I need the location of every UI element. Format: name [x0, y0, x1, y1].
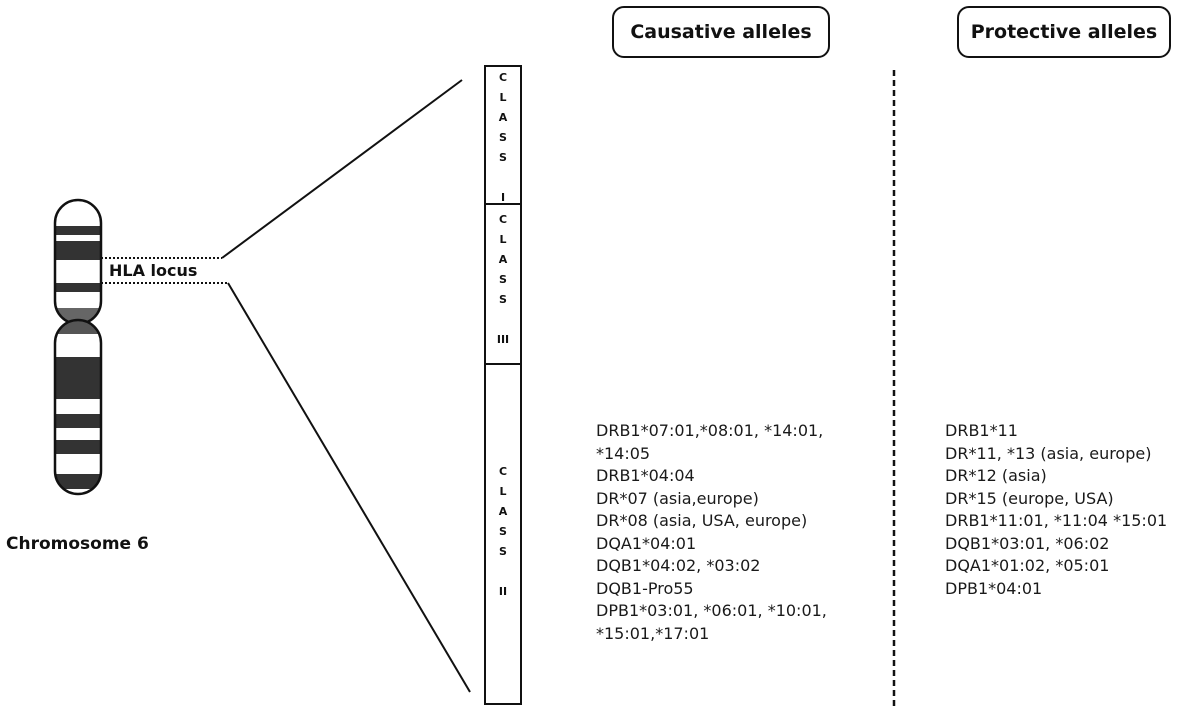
hla-locus-label: HLA locus — [107, 261, 200, 280]
protective-alleles-list: DRB1*11 DR*11, *13 (asia, europe) DR*12 … — [945, 420, 1167, 600]
list-item: DPB1*03:01, *06:01, *10:01, — [596, 601, 827, 620]
list-item: DRB1*11 — [945, 421, 1018, 440]
list-item: DPB1*04:01 — [945, 578, 1043, 598]
zoom-line-top — [221, 79, 463, 259]
chromosome-6 — [53, 198, 103, 496]
chromosome-upper-arm — [55, 200, 101, 324]
list-item: DQB1-Pro55 — [596, 578, 694, 598]
zoom-line-bottom — [227, 282, 471, 693]
list-item: DQB1*03:01, *06:02 — [945, 533, 1110, 553]
list-item: *14:05 — [596, 443, 651, 463]
list-item: DQA1*01:02, *05:01 — [945, 556, 1110, 575]
chromosome-6-label: Chromosome 6 — [6, 534, 149, 554]
class-i-label: C L A S S I — [498, 71, 508, 204]
causative-alleles-heading: Causative alleles — [612, 6, 830, 58]
list-item: DR*07 (asia,europe) — [596, 488, 759, 508]
class-iii-label: C L A S S III — [496, 213, 510, 346]
chromosome-lower-arm — [55, 320, 101, 494]
list-item: DRB1*11:01, *11:04 *15:01 — [945, 511, 1168, 530]
class-ii-label: C L A S S II — [498, 465, 508, 598]
list-item: DR*15 (europe, USA) — [945, 488, 1114, 508]
causative-alleles-list: DRB1*07:01,*08:01, *14:01, *14:05 DRB1*0… — [596, 420, 827, 645]
list-item: DRB1*04:04 — [596, 466, 695, 485]
hla-class-bar — [484, 65, 522, 705]
list-item: DRB1*07:01,*08:01, *14:01, — [596, 421, 824, 440]
list-item: DR*08 (asia, USA, europe) — [596, 511, 808, 530]
list-item: DQA1*04:01 — [596, 533, 697, 553]
list-item: DR*12 (asia) — [945, 466, 1047, 485]
list-item: DR*11, *13 (asia, europe) — [945, 443, 1152, 463]
protective-alleles-heading: Protective alleles — [957, 6, 1171, 58]
list-item: DQB1*04:02, *03:02 — [596, 556, 761, 575]
list-item: *15:01,*17:01 — [596, 623, 710, 643]
